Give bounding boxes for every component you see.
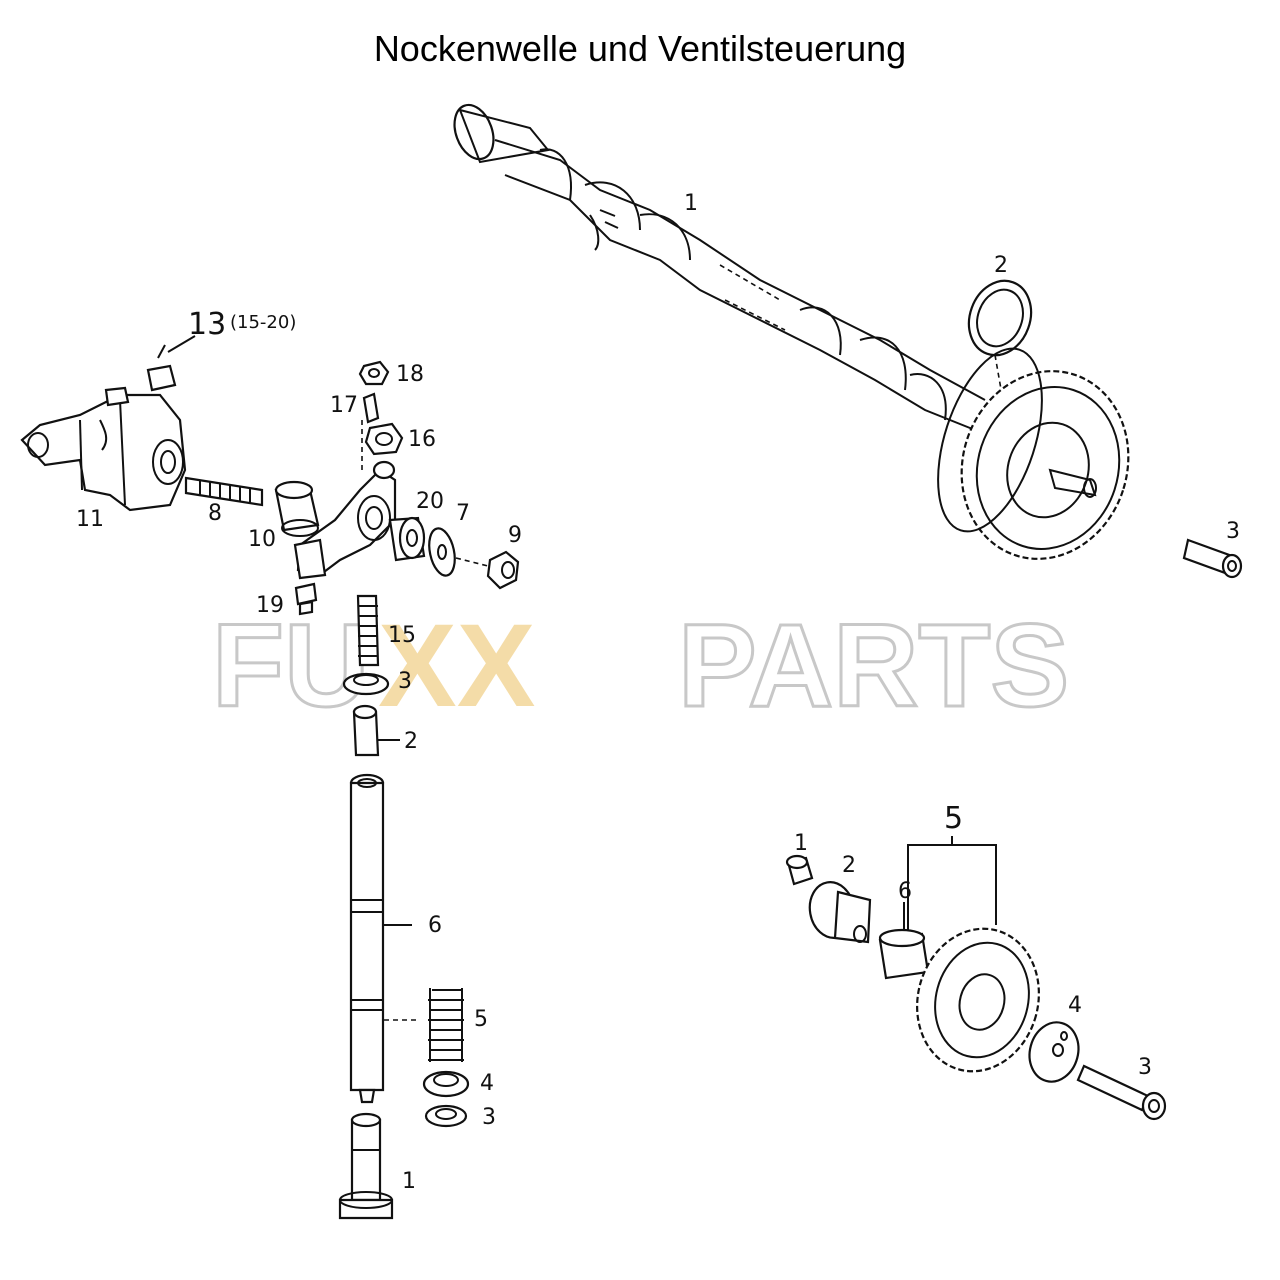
rocker-bracket [20, 344, 187, 512]
rocker-arm [293, 420, 397, 580]
push-rod [349, 773, 385, 1104]
gear-bush [878, 928, 930, 980]
label-washer-7: 7 [456, 501, 470, 526]
label-bracket-11: 11 [76, 507, 104, 532]
plug [785, 854, 814, 886]
retainer-plate [1028, 1021, 1080, 1083]
label-camshaft: 1 [684, 191, 698, 216]
label-plug-1: 1 [794, 831, 808, 856]
page-title: Nockenwelle und Ventilsteuerung [373, 28, 907, 69]
label-seal-ring: 2 [994, 253, 1008, 278]
washer-20 [388, 516, 426, 562]
lower-seat [424, 1104, 468, 1128]
label-assembly-range: (15-20) [230, 312, 296, 333]
lock-nut-16 [364, 422, 404, 456]
hex-nut-18 [358, 360, 390, 386]
adjust-screw [356, 594, 380, 667]
label-tappet-1: 1 [402, 1169, 416, 1194]
upper-cap [352, 704, 380, 757]
label-lower-seat-3: 3 [482, 1105, 496, 1130]
watermark-middle: XX [378, 600, 535, 732]
label-nut-9: 9 [508, 523, 522, 548]
idler-gear [916, 927, 1040, 1073]
label-spring-5: 5 [474, 1007, 488, 1032]
valve-cap [342, 672, 390, 696]
label-screw-3: 3 [1138, 1055, 1152, 1080]
label-washer-20: 20 [416, 489, 444, 514]
label-hub-2: 2 [842, 853, 856, 878]
gear-hub [808, 881, 872, 944]
watermark-suffix: PARTS [678, 600, 1069, 732]
small-bolt [1182, 538, 1243, 579]
camshaft [453, 103, 986, 431]
cap-screw [1076, 1064, 1167, 1121]
bushing [274, 480, 320, 537]
label-spring-seat-4: 4 [480, 1071, 494, 1096]
label-lock-nut-16: 16 [408, 427, 436, 452]
screw-19 [294, 582, 318, 616]
label-adjust-screw-15: 15 [388, 623, 416, 648]
label-upper-cap-2: 2 [404, 729, 418, 754]
threaded-stud [184, 476, 264, 507]
watermark-prefix: FU [212, 600, 369, 732]
label-push-rod-6: 6 [428, 913, 442, 938]
label-bolt: 3 [1226, 519, 1240, 544]
label-plate-4: 4 [1068, 993, 1082, 1018]
idler-gear-bracket [907, 836, 997, 930]
label-stud-8: 8 [208, 501, 222, 526]
hex-nut-9 [486, 550, 520, 590]
label-pin-17: 17 [330, 393, 358, 418]
spring-seat [422, 1070, 470, 1098]
label-nut-18: 18 [396, 362, 424, 387]
label-cap-3: 3 [398, 669, 412, 694]
label-bush-6: 6 [898, 879, 912, 904]
watermark: FU XX PARTS [211, 599, 1071, 734]
washer-7 [428, 527, 456, 577]
cam-gear [937, 347, 1130, 560]
valve-spring [428, 988, 464, 1062]
pin-17 [362, 392, 380, 424]
label-bushing-10: 10 [248, 527, 276, 552]
tappet [338, 1112, 394, 1220]
seal-ring [967, 279, 1033, 396]
label-screw-19: 19 [256, 593, 284, 618]
label-gear-group-5: 5 [944, 801, 963, 836]
